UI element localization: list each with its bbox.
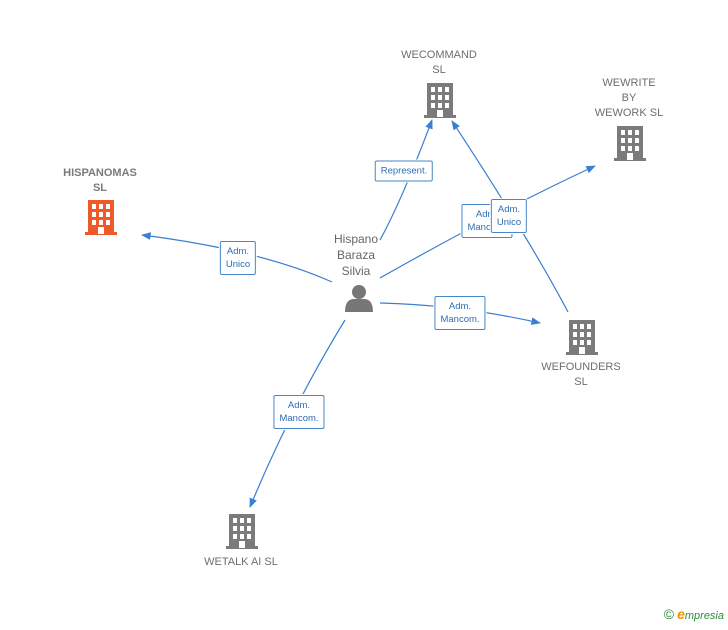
node-label-wetalk[interactable]: WETALK AI SL — [204, 556, 278, 568]
node-label-hispanomas[interactable]: HISPANOMAS SL — [63, 167, 137, 194]
node-label-person[interactable]: Hispano Baraza Silvia — [333, 232, 379, 278]
edge-represent — [379, 119, 433, 241]
copyright-icon: © — [663, 606, 675, 622]
node-label-wefounders[interactable]: WEFOUNDERS SL — [541, 361, 621, 388]
brand-logo-initial: e — [677, 606, 685, 622]
brand-name: mpresia — [684, 610, 724, 622]
node-label-wewrite[interactable]: WEWRITE BY WEWORK SL — [594, 77, 664, 119]
copyright-notice: ©empresia — [664, 606, 724, 622]
edge-label-adm-mancom-wetalk: Adm. Mancom. — [273, 395, 325, 429]
node-label-wecommand[interactable]: WECOMMAND SL — [401, 49, 477, 76]
building-icon-wefounders[interactable] — [566, 320, 598, 355]
building-icon-hispanomas[interactable] — [85, 200, 117, 235]
edge-label-represent: Represent. — [374, 160, 434, 182]
building-icon-wewrite[interactable] — [614, 126, 646, 161]
edge-label-adm-mancom-wefounders: Adm. Mancom. — [434, 296, 486, 330]
person-icon[interactable] — [345, 285, 373, 312]
edge-label-adm-unico-hispanomas: Adm. Unico — [219, 241, 257, 275]
building-icon-wetalk[interactable] — [226, 514, 258, 549]
building-icon-wecommand[interactable] — [424, 83, 456, 118]
edge-label-adm-unico-wewrite: Adm. Unico — [490, 199, 528, 233]
